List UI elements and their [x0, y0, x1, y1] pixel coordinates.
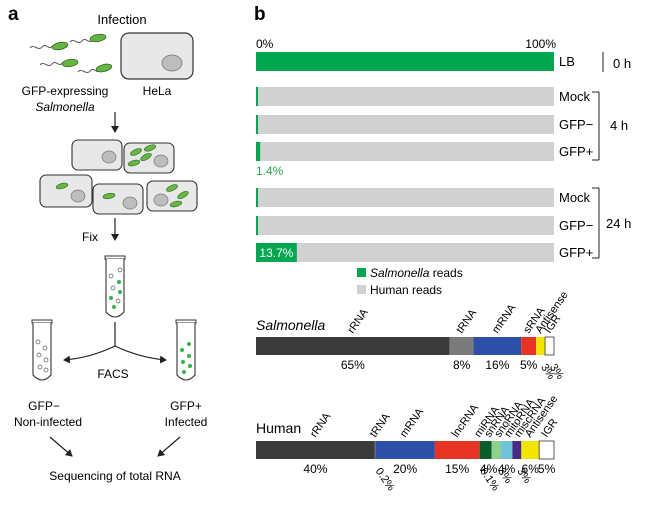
hela-cell-icon	[120, 32, 194, 80]
bar-salmonella-reads-5	[256, 216, 258, 235]
axis-start-label: 0%	[256, 37, 274, 51]
row-label-6: GFP+	[559, 245, 593, 260]
panel-a: a Infection GFP-expressing Salmonella He…	[8, 4, 207, 483]
axis-end-label: 100%	[525, 37, 556, 51]
salmonella-segment-antisense	[536, 337, 546, 355]
human-segment-rrna	[256, 441, 375, 459]
legend-human-swatch	[357, 285, 366, 294]
salmonella-segment-pct-0: 65%	[341, 358, 365, 372]
legend-salmonella-swatch	[357, 268, 366, 277]
bar-human-reads-6	[256, 243, 554, 262]
human-segment-mitorna	[500, 441, 513, 459]
arrow-left-to-sequencing	[49, 436, 73, 457]
salmonella-bacteria-icon	[29, 33, 113, 74]
human-segment-mrna	[375, 441, 435, 459]
human-segment-snorna	[491, 441, 501, 459]
bar-salmonella-reads-3	[256, 142, 261, 161]
time-4h-label: 4 h	[610, 118, 628, 133]
panel-b: b 0% 100% LBMockGFP−GFP+1.4%MockGFP−GFP+…	[254, 4, 631, 493]
row-value-label-6: 13.7%	[259, 246, 293, 260]
human-segment-pct-7: 4%	[498, 462, 516, 476]
facs-label: FACS	[97, 367, 128, 381]
row-label-5: GFP−	[559, 218, 593, 233]
sequencing-label: Sequencing of total RNA	[49, 469, 180, 483]
legend-human-label: Human reads	[370, 283, 442, 297]
infection-label: Infection	[97, 12, 146, 27]
salmonella-segment-name-2: mRNA	[490, 302, 519, 336]
gfp-positive-tube-icon	[175, 319, 197, 381]
human-segment-pct-2: 20%	[393, 462, 417, 476]
row-label-2: GFP−	[559, 117, 593, 132]
bar-human-reads-4	[256, 188, 554, 207]
human-segment-lncrna	[434, 441, 480, 459]
bar-human-reads-3	[256, 142, 554, 161]
human-segment-miscrna	[512, 441, 522, 459]
arrow-to-gfp-positive	[114, 345, 167, 364]
salmonella-label: Salmonella	[35, 100, 95, 114]
salmonella-segment-pct-1: 8%	[453, 358, 471, 372]
fix-label: Fix	[82, 230, 98, 244]
bar-human-reads-1	[256, 87, 554, 106]
bar-salmonella-reads-1	[256, 87, 258, 106]
human-segment-antisense	[521, 441, 540, 459]
salmonella-composition-title: Salmonella	[256, 317, 325, 333]
human-segment-name-1: tRNA	[368, 411, 393, 440]
human-segment-name-2: mRNA	[398, 406, 427, 440]
human-composition-bar: rRNA40%tRNA0.2%mRNA20%lncRNA15%miRNA0.1%…	[256, 393, 560, 493]
salmonella-segment-trna	[449, 337, 474, 355]
salmonella-segment-mrna	[473, 337, 522, 355]
row-label-3: GFP+	[559, 144, 593, 159]
salmonella-segment-pct-3: 5%	[520, 358, 538, 372]
time-0h-label: 0 h	[613, 56, 631, 71]
panel-a-letter: a	[8, 4, 19, 25]
row-label-1: Mock	[559, 89, 591, 104]
bar-human-reads-5	[256, 216, 554, 235]
human-segment-pct-10: 5%	[538, 462, 556, 476]
human-composition-title: Human	[256, 420, 301, 436]
salmonella-segment-igr	[544, 336, 555, 356]
human-segment-snrna	[479, 441, 492, 459]
human-segment-trna	[374, 441, 376, 459]
salmonella-segment-name-0: rRNA	[345, 306, 371, 335]
legend: Salmonella reads Human reads	[357, 266, 463, 297]
human-segment-pct-0: 40%	[303, 462, 327, 476]
infected-label: Infected	[165, 415, 208, 429]
legend-salmonella-label: Salmonella reads	[370, 266, 463, 280]
bar-human-reads-2	[256, 115, 554, 134]
time-brackets: 0 h 4 h 24 h	[592, 52, 631, 259]
arrow-to-gfp-negative	[63, 345, 116, 364]
human-segment-pct-3: 15%	[445, 462, 469, 476]
panel-b-letter: b	[254, 4, 266, 25]
salmonella-composition-bar: rRNA65%tRNA8%mRNA16%sRNA5%Antisense3%IGR…	[256, 289, 571, 382]
salmonella-segment-rrna	[256, 337, 450, 355]
gfp-positive-label: GFP+	[170, 399, 202, 413]
mixed-tube-icon	[104, 255, 126, 318]
hela-label: HeLa	[143, 84, 172, 98]
arrow-right-to-sequencing	[157, 436, 181, 457]
row-label-4: Mock	[559, 190, 591, 205]
bar-salmonella-reads-0	[256, 52, 554, 71]
salmonella-segment-pct-2: 16%	[485, 358, 509, 372]
row-label-0: LB	[559, 54, 575, 69]
gfp-negative-tube-icon	[31, 319, 53, 381]
human-segment-igr	[538, 440, 555, 460]
human-segment-name-0: rRNA	[308, 410, 334, 439]
time-24h-label: 24 h	[606, 216, 631, 231]
infected-cells-icon	[39, 139, 198, 215]
salmonella-segment-name-1: tRNA	[454, 307, 479, 336]
human-segment-pct-9: 6%	[522, 462, 540, 476]
non-infected-label: Non-infected	[14, 415, 82, 429]
gfp-expressing-label: GFP-expressing	[22, 84, 109, 98]
row-value-label-3: 1.4%	[256, 164, 284, 178]
gfp-negative-label: GFP−	[28, 399, 60, 413]
bar-salmonella-reads-4	[256, 188, 258, 207]
salmonella-segment-srna	[521, 337, 537, 355]
bar-salmonella-reads-6	[256, 243, 297, 262]
bar-salmonella-reads-2	[256, 115, 258, 134]
human-segment-pct-5: 4%	[480, 462, 498, 476]
